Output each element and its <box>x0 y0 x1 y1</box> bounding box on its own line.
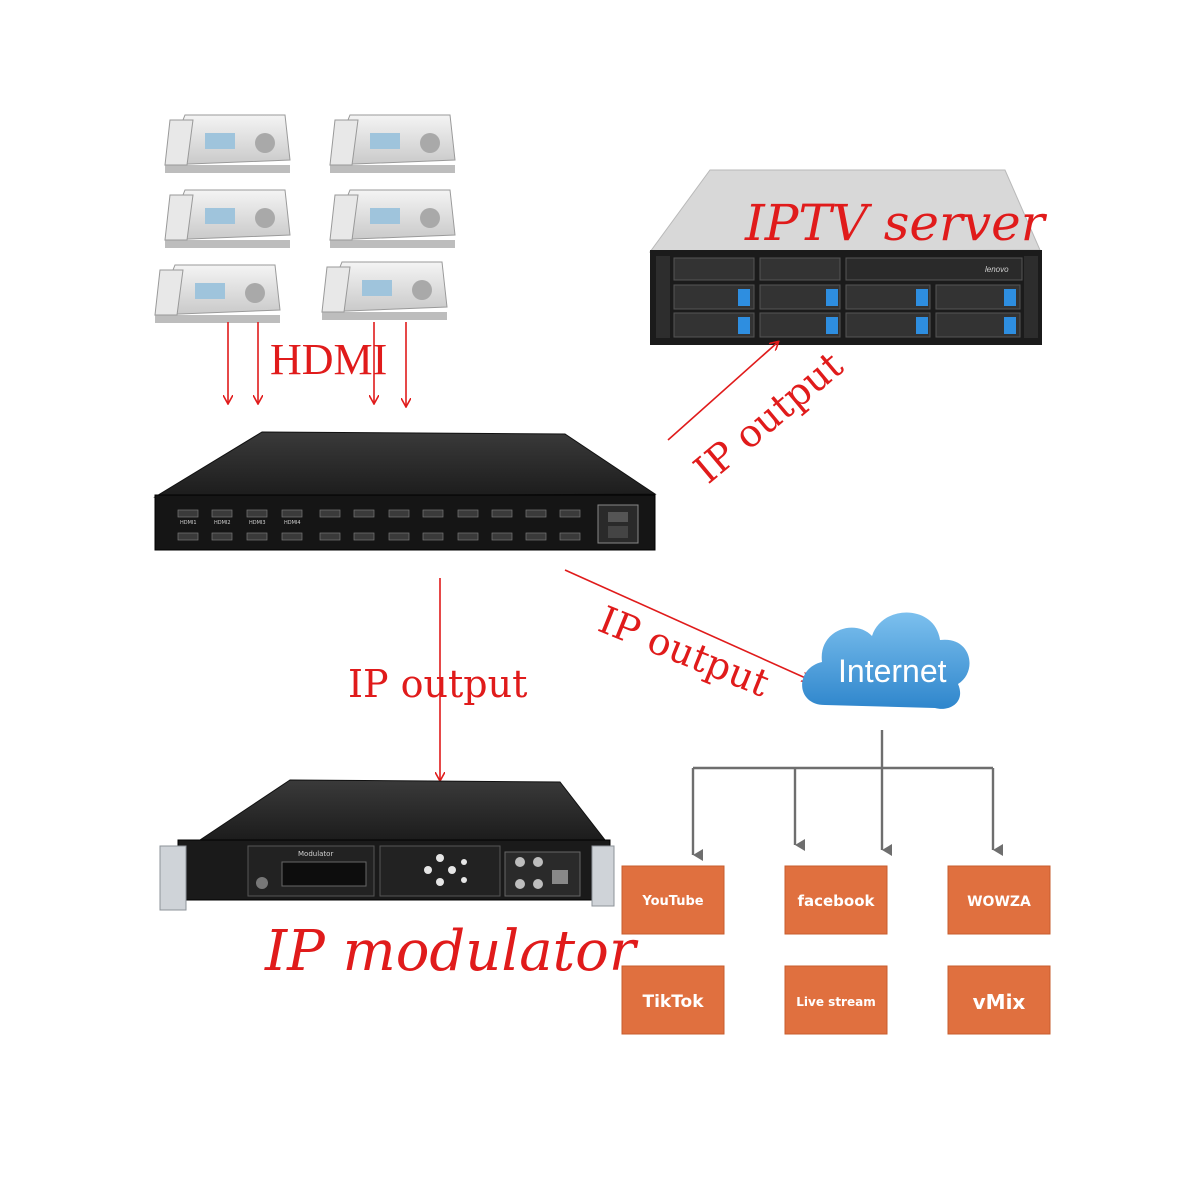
server-brand-logo: lenovo <box>985 265 1009 274</box>
encoder-port-labels: HDMI1 HDMI2 HDMI3 HDMI4 <box>180 520 301 526</box>
destination-wowza-label: WOWZA <box>967 894 1031 910</box>
hdmi-label: HDMI <box>270 335 387 384</box>
server-drive-bays <box>673 257 1023 338</box>
server-drive-latches <box>738 289 1016 334</box>
internet-cloud <box>802 612 970 709</box>
destination-vmix: vMix <box>947 965 1051 1035</box>
ip-modulator: Modulator <box>159 779 615 911</box>
set-top-box-group <box>154 114 456 323</box>
modulator-keypad <box>424 854 467 886</box>
modulator-lcd <box>281 861 367 887</box>
port-label-hdmi1: HDMI1 <box>180 520 197 526</box>
modulator-power-knob <box>256 877 268 889</box>
encoder-hdmi-ports-top <box>177 509 581 518</box>
modulator-panel-title: Modulator <box>298 850 333 858</box>
destination-youtube-label: YouTube <box>641 894 703 909</box>
destination-facebook: facebook <box>784 865 888 935</box>
distribution-tree <box>691 730 1003 861</box>
iptv-server: lenovo <box>649 169 1042 345</box>
destination-wowza: WOWZA <box>947 865 1051 935</box>
destination-tiktok: TikTok <box>621 965 725 1035</box>
destination-youtube: YouTube <box>621 865 725 935</box>
ip-output-label-modulator: IP output <box>348 662 527 706</box>
modulator-bnc-ports <box>515 857 543 889</box>
port-label-hdmi2: HDMI2 <box>214 520 231 526</box>
modulator-left-handle <box>159 845 187 911</box>
port-label-hdmi4: HDMI4 <box>284 520 301 526</box>
ip-output-arrow-to-server <box>667 342 778 441</box>
ip-output-label-server: IP output <box>686 343 852 492</box>
destination-live-stream: Live stream <box>784 965 888 1035</box>
set-top-box-4 <box>329 189 456 248</box>
hdmi-arrows <box>228 322 406 406</box>
port-label-hdmi3: HDMI3 <box>249 520 266 526</box>
set-top-box-6 <box>321 261 448 320</box>
hdmi-encoder: HDMI1 HDMI2 HDMI3 HDMI4 <box>153 431 657 551</box>
iptv-server-label: IPTV server <box>744 194 1048 252</box>
ip-output-arrows <box>440 342 810 780</box>
destination-live-stream-label: Live stream <box>796 995 875 1009</box>
modulator-right-handle <box>591 845 615 907</box>
ip-output-arrow-to-internet <box>564 569 810 680</box>
set-top-box-2 <box>329 114 456 173</box>
set-top-box-5 <box>154 264 281 323</box>
set-top-box-3 <box>164 189 291 248</box>
destination-boxes: YouTube facebook WOWZA TikTok Live strea… <box>621 865 1051 1035</box>
set-top-box-1 <box>164 114 291 173</box>
modulator-ethernet-port <box>552 870 568 884</box>
destination-vmix-label: vMix <box>973 990 1026 1014</box>
destination-facebook-label: facebook <box>797 892 875 910</box>
internet-label: Internet <box>838 653 947 689</box>
encoder-hdmi-ports-bottom <box>177 532 581 541</box>
destination-tiktok-label: TikTok <box>642 992 704 1012</box>
ip-modulator-label: IP modulator <box>264 919 639 984</box>
